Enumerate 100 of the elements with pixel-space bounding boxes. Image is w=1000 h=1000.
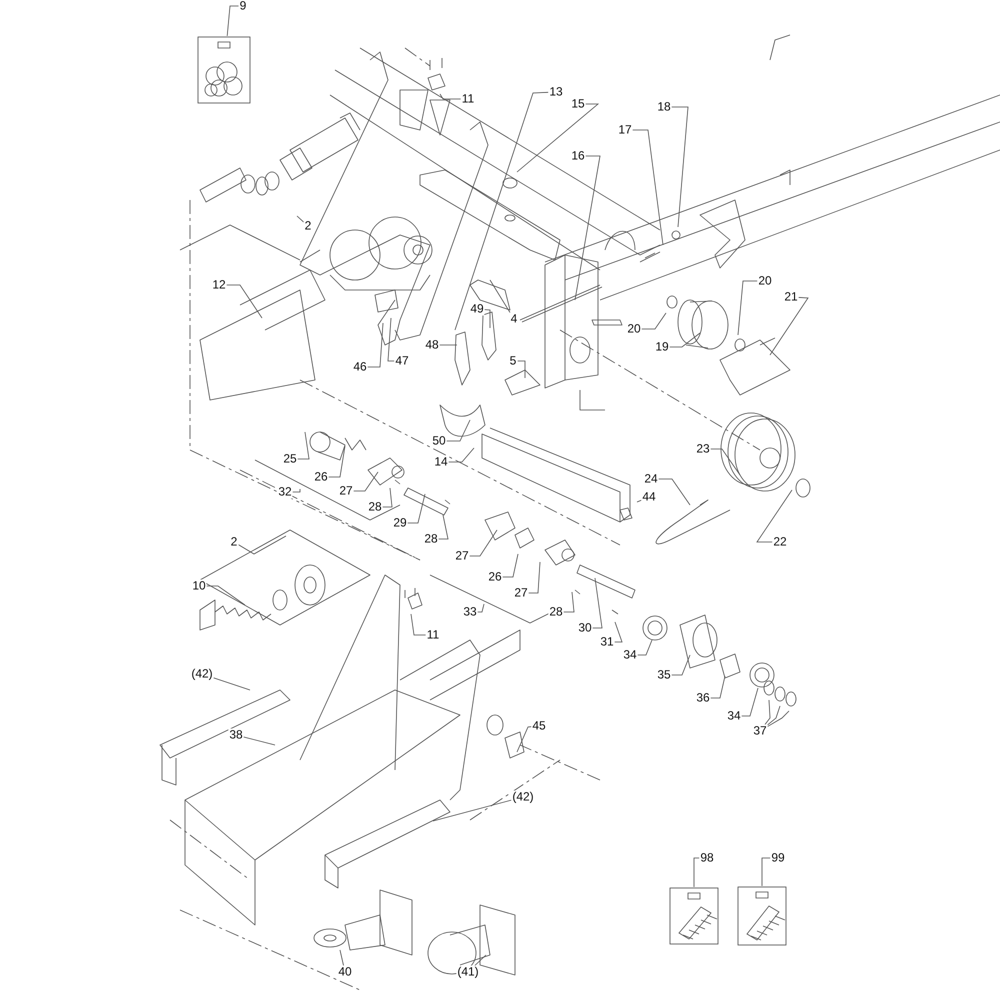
callout-number: 26 [313, 470, 329, 484]
callout-number: 11 [460, 92, 476, 106]
callout-number: 21 [783, 290, 799, 304]
callout-number: 29 [392, 516, 408, 530]
callout-number: 33 [462, 606, 478, 618]
leader-line [490, 280, 510, 313]
leader-line [407, 494, 426, 524]
leader-line [637, 640, 652, 656]
leader-line [297, 432, 310, 460]
leader-line [213, 678, 250, 690]
callout-number: (42) [190, 668, 214, 680]
leader-line [592, 578, 602, 628]
callout-number: 23 [695, 442, 711, 456]
leader-line [516, 104, 600, 172]
callout-number: 2 [230, 536, 238, 548]
callout-number: 18 [656, 100, 672, 114]
callout-number: 12 [211, 278, 227, 292]
callout-number: 50 [431, 434, 447, 448]
leader-line [658, 478, 690, 506]
leader-line [440, 94, 462, 100]
leader-line [671, 106, 688, 228]
callout-number: 14 [433, 456, 449, 468]
callout-number: 17 [617, 124, 633, 136]
leader-line [353, 472, 378, 492]
callout-number: 16 [570, 150, 586, 162]
leader-line [614, 622, 623, 642]
callout-number: 27 [513, 586, 529, 600]
leader-line [767, 706, 780, 726]
callout-number: 25 [282, 452, 298, 466]
callout-number: 34 [726, 710, 742, 722]
callout-number: 32 [277, 486, 293, 498]
callout-number: 20 [626, 322, 642, 336]
leader-line [762, 858, 771, 886]
leader-line [641, 312, 666, 330]
callout-number: 15 [570, 98, 586, 110]
parts-bag-drawing [669, 887, 719, 945]
callout-number: 46 [352, 360, 368, 374]
callout-number: 34 [622, 648, 638, 662]
leader-line [694, 858, 700, 888]
leader-line [446, 420, 470, 442]
callout-number: 22 [772, 536, 788, 548]
callout-number: 99 [770, 852, 786, 864]
callout-number: 28 [367, 500, 383, 514]
leader-line [382, 488, 392, 508]
leader-line [741, 688, 758, 716]
parts-bag-drawing [737, 886, 787, 946]
leader-line [469, 530, 498, 556]
callout-number: 40 [337, 966, 353, 978]
callout-number: 27 [338, 484, 354, 498]
callout-number: 98 [699, 852, 715, 864]
callout-number: (42) [511, 790, 535, 804]
leader-line [770, 297, 809, 356]
callout-number: 5 [508, 354, 518, 368]
leader-line [206, 586, 246, 606]
callout-number: 35 [656, 668, 672, 682]
callout-number: 36 [695, 692, 711, 704]
leader-line [439, 344, 458, 346]
leader-line [448, 448, 474, 462]
callout-number: 4 [510, 312, 518, 326]
callout-number: 44 [641, 490, 657, 504]
callout-number: 27 [454, 550, 470, 562]
leader-line [528, 562, 540, 594]
leader-line [340, 950, 344, 966]
callout-number: (41) [456, 966, 480, 978]
leader-line [516, 726, 532, 752]
leader-line [710, 676, 726, 698]
leader-line [764, 700, 770, 725]
leader-line [292, 488, 300, 492]
leader-line [710, 448, 740, 476]
callout-number: 26 [487, 570, 503, 584]
leader-line [636, 500, 642, 502]
callout-number: 10 [191, 580, 207, 592]
callout-number: 19 [654, 340, 670, 354]
leader-line [516, 360, 526, 378]
callout-number: 37 [752, 724, 768, 738]
callout-number: 30 [577, 622, 593, 634]
callout-number: 28 [423, 532, 439, 546]
leader-line [226, 6, 240, 36]
leader-line [574, 156, 600, 300]
leader-line [632, 130, 664, 246]
callout-number: 13 [548, 86, 564, 98]
callout-number: 28 [548, 606, 564, 618]
leader-line [767, 710, 790, 727]
leader-line [563, 592, 574, 612]
callout-number: 48 [424, 338, 440, 352]
callout-number: 9 [238, 0, 248, 12]
callout-number: 20 [757, 274, 773, 288]
leader-line [756, 490, 792, 542]
leader-line [671, 654, 690, 676]
callout-number: 45 [531, 720, 547, 732]
leader-line [238, 536, 286, 554]
leader-line [438, 514, 448, 540]
leader-line [477, 604, 484, 612]
callout-number: 31 [599, 636, 615, 648]
callout-number: 24 [643, 472, 659, 486]
callout-number: 47 [394, 354, 410, 368]
leader-line [502, 554, 518, 578]
parts-bag-drawing [197, 36, 251, 104]
leader-line [410, 614, 426, 636]
leader-line [738, 280, 758, 336]
